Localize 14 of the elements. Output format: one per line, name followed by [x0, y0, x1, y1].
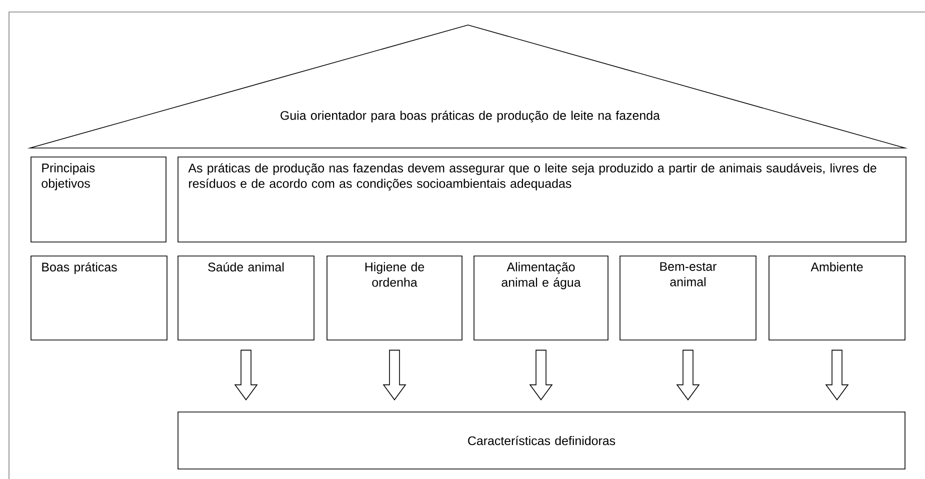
block-arrow: [529, 350, 553, 400]
text-box: Alimentação animal e água: [474, 256, 608, 340]
block-arrow: [234, 350, 258, 400]
block-arrow: [825, 350, 849, 400]
text-box: Boas práticas: [30, 256, 168, 340]
text-box: As práticas de produção nas fazendas devem assegurar que o leite seja produzido a partir de animais saudáveis, livres de resíduos e de acordo com as condições socioambientais adequadas: [178, 156, 906, 242]
text-box: Principais objetivos: [30, 156, 166, 242]
text-box: Higiene de ordenha: [326, 256, 462, 340]
text-box: Características definidoras: [178, 412, 906, 470]
text-box: Bem-estar animal: [620, 256, 756, 340]
block-arrow: [676, 350, 700, 400]
text-box: Ambiente: [768, 256, 906, 340]
block-arrow: [382, 350, 406, 400]
text-box: Saúde animal: [178, 256, 314, 340]
